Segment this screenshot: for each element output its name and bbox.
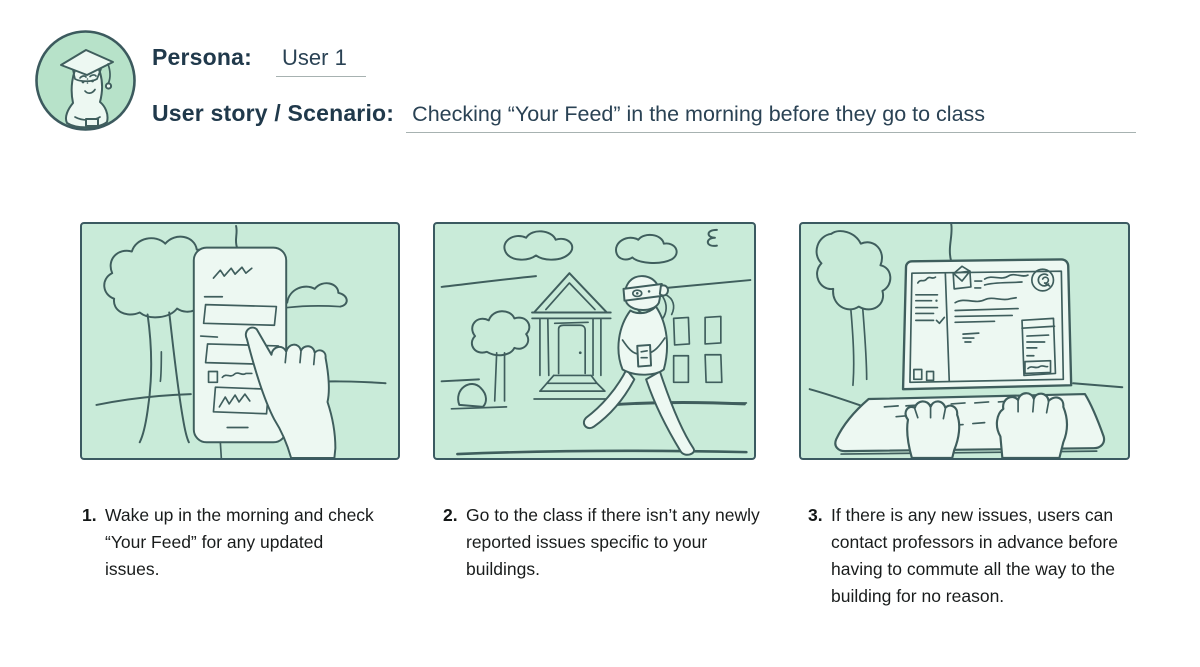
tree [470, 310, 531, 402]
clouds [503, 228, 718, 264]
scenario-row: User story / Scenario: Checking “Your Fe… [152, 100, 1136, 133]
sidebar-content [913, 276, 946, 382]
caption-2: 2. Go to the class if there isn’t any ne… [443, 502, 765, 583]
walking-person [582, 275, 695, 456]
caption-3: 3. If there is any new issues, users can… [808, 502, 1126, 610]
branch-line [234, 224, 239, 249]
caption-1-number: 1. [82, 505, 97, 525]
persona-label: Persona: [152, 44, 253, 70]
avatar [34, 29, 137, 132]
table-edge-right [1072, 382, 1124, 389]
illustration-walk-to-class [440, 228, 752, 456]
trunk-line [219, 441, 223, 458]
school-building [440, 272, 612, 400]
illustration-laptop-email [808, 224, 1124, 458]
horizon-line-left [95, 393, 192, 406]
scenario-label: User story / Scenario: [152, 100, 395, 126]
persona-row: Persona: User 1 [152, 44, 367, 77]
bush [450, 383, 508, 410]
branch-line [948, 224, 953, 263]
tree [815, 230, 892, 387]
graduate-avatar-icon [35, 30, 136, 131]
caption-2-number: 2. [443, 505, 458, 525]
illustration-phone-feed [95, 224, 387, 458]
caption-3-text: If there is any new issues, users can co… [831, 505, 1118, 606]
caption-1: 1. Wake up in the morning and check “You… [82, 502, 382, 583]
ground-line [609, 401, 746, 407]
storyboard-panel-2 [433, 222, 756, 460]
caption-2-text: Go to the class if there isn’t any newly… [466, 505, 760, 579]
typing-hands [904, 392, 1069, 458]
caption-1-text: Wake up in the morning and check “Your F… [105, 505, 374, 579]
bottom-ground-line [456, 449, 748, 456]
persona-value-field[interactable]: User 1 [276, 45, 367, 77]
scenario-value-field[interactable]: Checking “Your Feed” in the morning befo… [406, 102, 1136, 133]
caption-3-number: 3. [808, 505, 823, 525]
laptop-screen [901, 258, 1073, 391]
pointing-hand [244, 326, 337, 458]
cloud [286, 282, 348, 309]
notification-icon [1031, 268, 1055, 292]
avatar-character [60, 49, 114, 129]
storyboard-panel-1 [80, 222, 400, 460]
storyboard-panel-3 [799, 222, 1130, 460]
email-content [952, 265, 1029, 343]
side-card [1021, 317, 1057, 377]
